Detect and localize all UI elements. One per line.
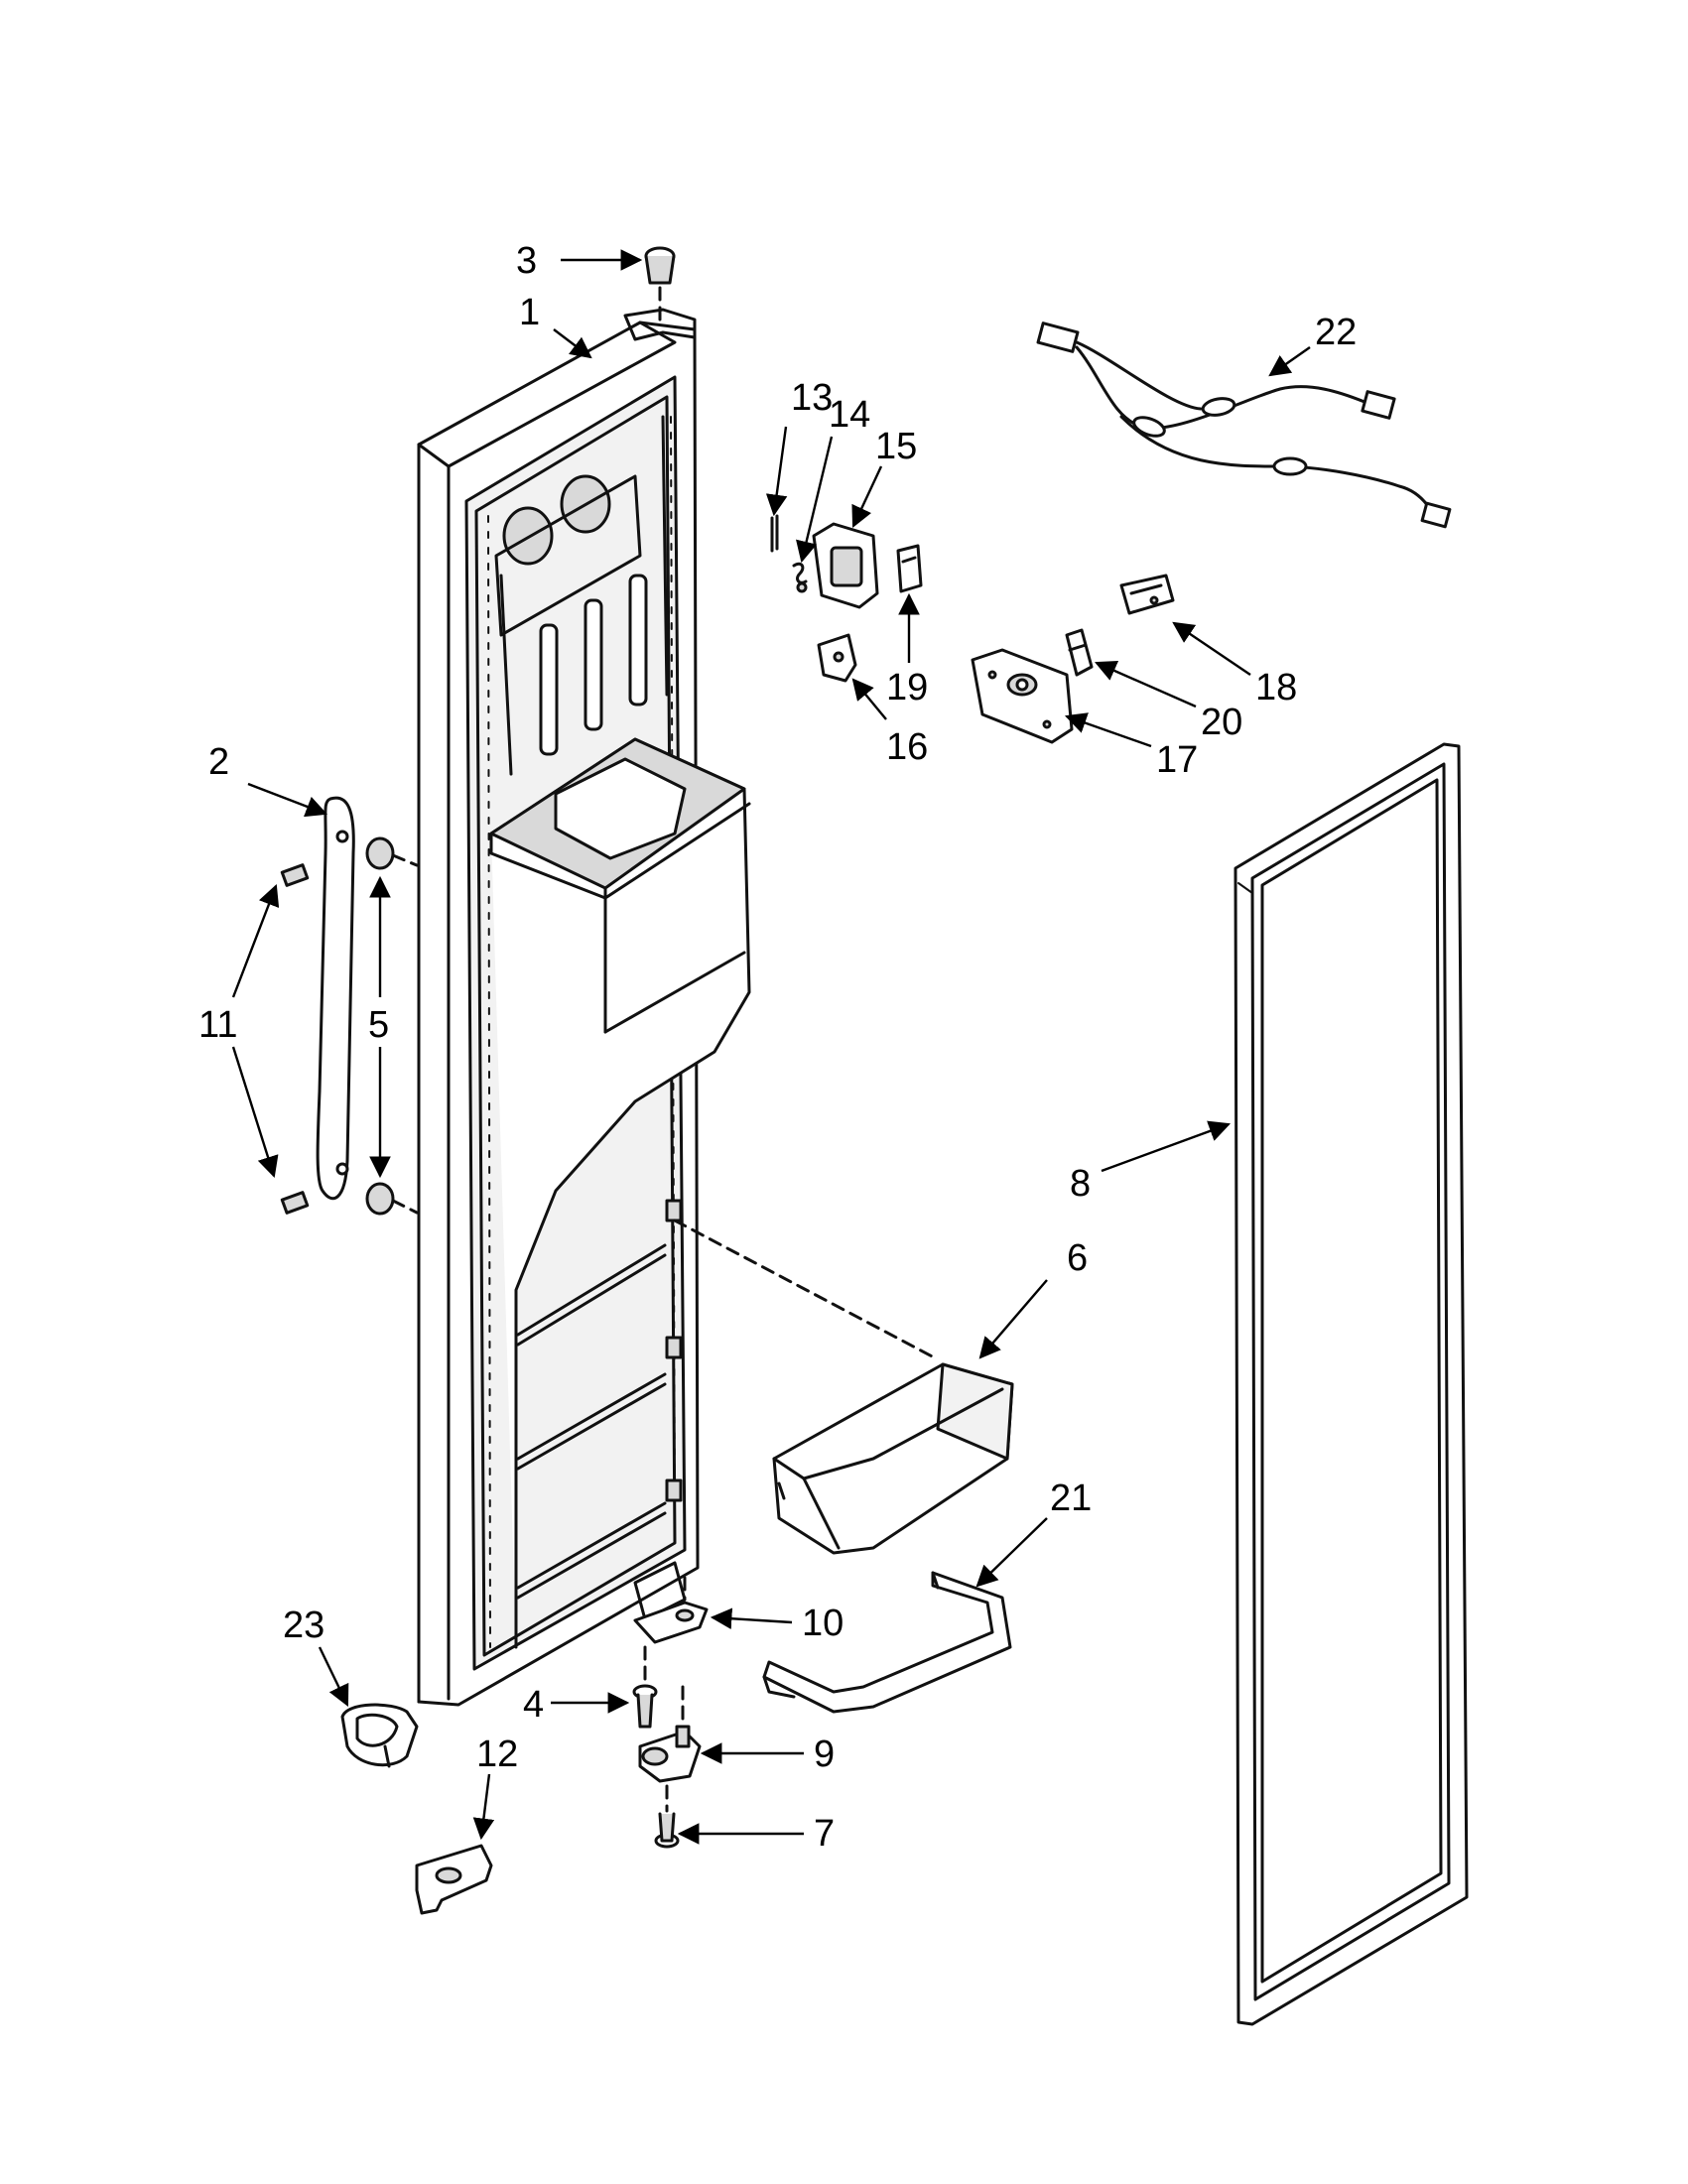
control-housing-part xyxy=(971,648,1074,744)
leader-23 xyxy=(318,1646,349,1707)
leader-8 xyxy=(1101,1120,1232,1173)
control-board-part xyxy=(1119,574,1175,615)
callout-10: 10 xyxy=(802,1603,844,1644)
callout-18: 18 xyxy=(1255,667,1297,708)
bin-rail-part xyxy=(762,1571,1012,1714)
callout-11: 11 xyxy=(198,1004,237,1046)
leader-lines xyxy=(231,249,1311,1845)
leader-21 xyxy=(975,1517,1048,1588)
callout-23: 23 xyxy=(283,1605,325,1646)
callout-15: 15 xyxy=(875,426,917,467)
hinge-cover-part xyxy=(340,1703,419,1768)
leader-15 xyxy=(851,465,883,528)
callout-20: 20 xyxy=(1201,702,1242,743)
callout-5: 5 xyxy=(368,1004,389,1046)
callout-labels: 3 1 22 13 14 15 19 16 18 20 17 2 11 5 8 … xyxy=(198,240,1357,1855)
spring-part xyxy=(792,562,808,593)
callout-7: 7 xyxy=(814,1813,835,1855)
hinge-shim-part xyxy=(415,1844,493,1915)
callout-17: 17 xyxy=(1156,739,1198,781)
callout-4: 4 xyxy=(523,1684,544,1726)
leader-10 xyxy=(710,1607,793,1629)
switch-bracket-part xyxy=(896,544,923,593)
lower-hinge-part xyxy=(638,1685,702,1783)
leader-18 xyxy=(1172,621,1251,676)
callout-12: 12 xyxy=(476,1734,518,1775)
hinge-bushing-part xyxy=(644,246,676,329)
door-bin-part xyxy=(673,1219,1014,1555)
wire-harness-part xyxy=(1036,321,1452,529)
leader-20 xyxy=(1095,660,1197,708)
door-gasket-part xyxy=(1234,742,1469,2026)
dispenser-lever-pin-part xyxy=(770,514,779,553)
callout-21: 21 xyxy=(1050,1477,1092,1519)
leader-17 xyxy=(1064,712,1152,748)
leader-12 xyxy=(472,1773,495,1841)
control-bracket-part xyxy=(1065,628,1094,677)
callout-19: 19 xyxy=(886,667,928,708)
callout-2: 2 xyxy=(208,741,229,783)
callout-13: 13 xyxy=(791,377,833,419)
callout-14: 14 xyxy=(829,394,870,436)
callout-9: 9 xyxy=(814,1734,835,1775)
leader-11b xyxy=(231,1046,279,1179)
callout-3: 3 xyxy=(516,240,537,282)
switch-housing-part xyxy=(812,522,879,609)
leader-6 xyxy=(978,1279,1048,1359)
switch-part xyxy=(817,633,857,683)
handle-screw-part xyxy=(280,863,310,1215)
door-handle-part xyxy=(316,796,355,1201)
leader-16 xyxy=(851,678,887,720)
callout-1: 1 xyxy=(519,292,540,333)
callout-22: 22 xyxy=(1315,312,1357,353)
leader-22 xyxy=(1268,346,1311,377)
handle-spacer-part xyxy=(365,836,419,1216)
leader-11a xyxy=(231,883,280,998)
hinge-pin-screw-part xyxy=(654,1784,680,1849)
leader-2 xyxy=(247,782,328,818)
callout-16: 16 xyxy=(886,726,928,768)
callout-8: 8 xyxy=(1070,1163,1091,1205)
hinge-screw-part xyxy=(632,1645,658,1729)
hinge-plate-part xyxy=(633,1576,709,1644)
leader-14 xyxy=(796,436,834,564)
freezer-door-part xyxy=(417,308,751,1707)
leader-13 xyxy=(765,426,788,517)
leader-1 xyxy=(553,328,592,359)
callout-6: 6 xyxy=(1067,1237,1088,1279)
